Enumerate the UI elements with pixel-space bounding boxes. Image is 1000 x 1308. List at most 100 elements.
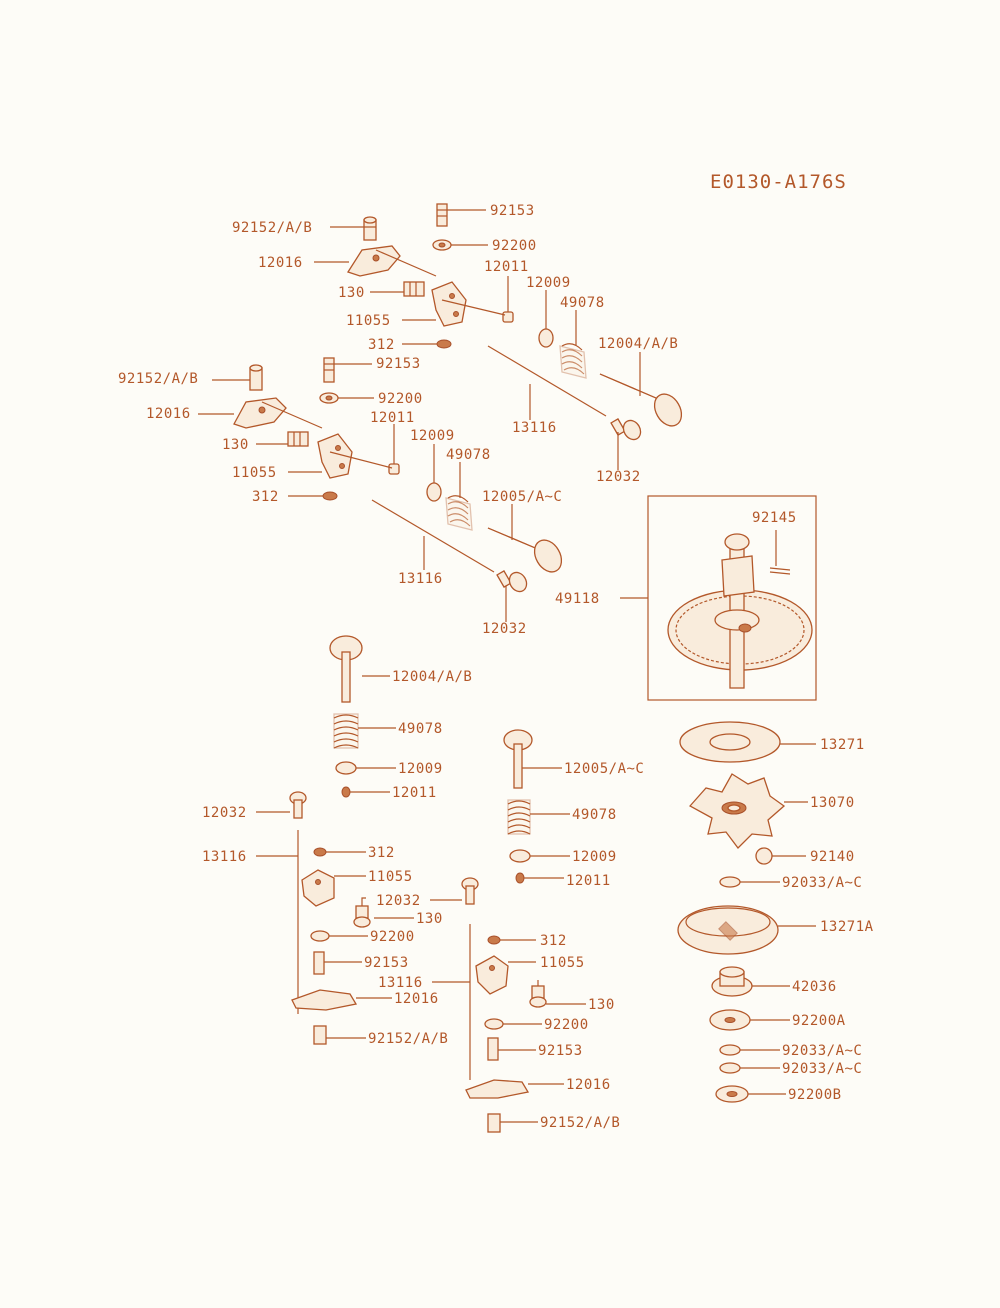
gear-42036[interactable] xyxy=(711,966,753,997)
label-12032[interactable]: 12032 xyxy=(376,893,421,909)
label-12004[interactable]: 12004/A/B xyxy=(392,669,472,685)
label-12011[interactable]: 12011 xyxy=(370,410,415,426)
pivot-bolt-130-d[interactable] xyxy=(529,985,547,1008)
label-92152[interactable]: 92152/A/B xyxy=(232,220,312,236)
pivot-bolt-130-a[interactable] xyxy=(403,281,425,297)
label-12032[interactable]: 12032 xyxy=(596,469,641,485)
cap-12011-b[interactable] xyxy=(388,463,400,475)
camshaft-49118[interactable] xyxy=(667,533,813,689)
label-92152[interactable]: 92152/A/B xyxy=(540,1115,620,1131)
label-49078[interactable]: 49078 xyxy=(572,807,617,823)
collar-92152-d[interactable] xyxy=(487,1113,501,1133)
ring-92033-b[interactable] xyxy=(719,1044,741,1056)
label-11055[interactable]: 11055 xyxy=(232,465,277,481)
tappet-12032-d[interactable] xyxy=(461,877,479,905)
plate-13271A[interactable] xyxy=(677,905,779,955)
plate-13271[interactable] xyxy=(679,721,781,763)
washer-92200-c[interactable] xyxy=(310,930,330,942)
label-92200B[interactable]: 92200B xyxy=(788,1087,842,1103)
label-92152[interactable]: 92152/A/B xyxy=(118,371,198,387)
label-92200[interactable]: 92200 xyxy=(544,1017,589,1033)
pin-92145[interactable] xyxy=(769,567,791,575)
label-130[interactable]: 130 xyxy=(416,911,443,927)
valve-12004-a[interactable] xyxy=(599,373,687,431)
label-13271[interactable]: 13271 xyxy=(820,737,865,753)
label-92200[interactable]: 92200 xyxy=(492,238,537,254)
push-rod-13116-a[interactable] xyxy=(487,345,607,417)
spring-49078-c[interactable] xyxy=(333,713,359,749)
nut-312-b[interactable] xyxy=(322,491,338,501)
label-92153[interactable]: 92153 xyxy=(364,955,409,971)
rocker-arm-12016-d[interactable] xyxy=(465,1079,530,1099)
nut-312-a[interactable] xyxy=(436,339,452,349)
retainer-12009-d[interactable] xyxy=(509,849,531,863)
label-12011[interactable]: 12011 xyxy=(392,785,437,801)
label-49078[interactable]: 49078 xyxy=(398,721,443,737)
label-13271A[interactable]: 13271A xyxy=(820,919,874,935)
label-92152[interactable]: 92152/A/B xyxy=(368,1031,448,1047)
label-312[interactable]: 312 xyxy=(368,845,395,861)
label-92153[interactable]: 92153 xyxy=(490,203,535,219)
spring-49078-a[interactable] xyxy=(559,343,587,379)
label-92200[interactable]: 92200 xyxy=(378,391,423,407)
label-130[interactable]: 130 xyxy=(588,997,615,1013)
label-12009[interactable]: 12009 xyxy=(526,275,571,291)
label-49118[interactable]: 49118 xyxy=(555,591,600,607)
label-12032[interactable]: 12032 xyxy=(482,621,527,637)
label-11055[interactable]: 11055 xyxy=(540,955,585,971)
pivot-bolt-130-b[interactable] xyxy=(287,431,309,447)
label-312[interactable]: 312 xyxy=(540,933,567,949)
label-13116[interactable]: 13116 xyxy=(512,420,557,436)
label-312[interactable]: 312 xyxy=(368,337,395,353)
label-12016[interactable]: 12016 xyxy=(566,1077,611,1093)
bolt-92153-a[interactable] xyxy=(436,203,448,227)
washer-92200A[interactable] xyxy=(709,1009,751,1031)
label-13116[interactable]: 13116 xyxy=(398,571,443,587)
retainer-12009-b[interactable] xyxy=(426,482,442,502)
ball-92140[interactable] xyxy=(755,847,773,865)
label-12004[interactable]: 12004/A/B xyxy=(598,336,678,352)
tappet-12032-a[interactable] xyxy=(610,417,644,442)
label-92140[interactable]: 92140 xyxy=(810,849,855,865)
label-12005[interactable]: 12005/A~C xyxy=(482,489,562,505)
label-92033[interactable]: 92033/A~C xyxy=(782,1061,862,1077)
rocker-arm-12016-a[interactable] xyxy=(347,245,401,277)
ring-92033-a[interactable] xyxy=(719,876,741,888)
label-12016[interactable]: 12016 xyxy=(146,406,191,422)
label-12032[interactable]: 12032 xyxy=(202,805,247,821)
push-rod-13116-b[interactable] xyxy=(371,499,495,573)
label-49078[interactable]: 49078 xyxy=(560,295,605,311)
label-92145[interactable]: 92145 xyxy=(752,510,797,526)
guide-plate-11055-c[interactable] xyxy=(301,869,335,907)
pivot-bolt-130-c[interactable] xyxy=(353,905,371,928)
label-92033[interactable]: 92033/A~C xyxy=(782,1043,862,1059)
label-13116[interactable]: 13116 xyxy=(378,975,423,991)
collar-92152-c[interactable] xyxy=(313,1025,327,1045)
label-130[interactable]: 130 xyxy=(222,437,249,453)
label-11055[interactable]: 11055 xyxy=(368,869,413,885)
label-12009[interactable]: 12009 xyxy=(398,761,443,777)
label-312[interactable]: 312 xyxy=(252,489,279,505)
label-12005[interactable]: 12005/A~C xyxy=(564,761,644,777)
label-130[interactable]: 130 xyxy=(338,285,365,301)
label-92153[interactable]: 92153 xyxy=(376,356,421,372)
valve-12005-b[interactable] xyxy=(503,729,533,789)
cap-12011-d[interactable] xyxy=(515,872,525,884)
label-11055[interactable]: 11055 xyxy=(346,313,391,329)
retainer-12009-c[interactable] xyxy=(335,761,357,775)
label-92200[interactable]: 92200 xyxy=(370,929,415,945)
label-13070[interactable]: 13070 xyxy=(810,795,855,811)
label-12016[interactable]: 12016 xyxy=(258,255,303,271)
retainer-12009-a[interactable] xyxy=(538,328,554,348)
valve-12004-b[interactable] xyxy=(329,635,363,703)
label-12009[interactable]: 12009 xyxy=(410,428,455,444)
cap-12011-a[interactable] xyxy=(502,311,514,323)
bolt-92153-c[interactable] xyxy=(313,951,325,975)
label-13116[interactable]: 13116 xyxy=(202,849,247,865)
label-92200A[interactable]: 92200A xyxy=(792,1013,846,1029)
washer-92200B[interactable] xyxy=(715,1085,749,1103)
label-12011[interactable]: 12011 xyxy=(566,873,611,889)
label-92033[interactable]: 92033/A~C xyxy=(782,875,862,891)
washer-92200-d[interactable] xyxy=(484,1018,504,1030)
cap-12011-c[interactable] xyxy=(341,786,351,798)
